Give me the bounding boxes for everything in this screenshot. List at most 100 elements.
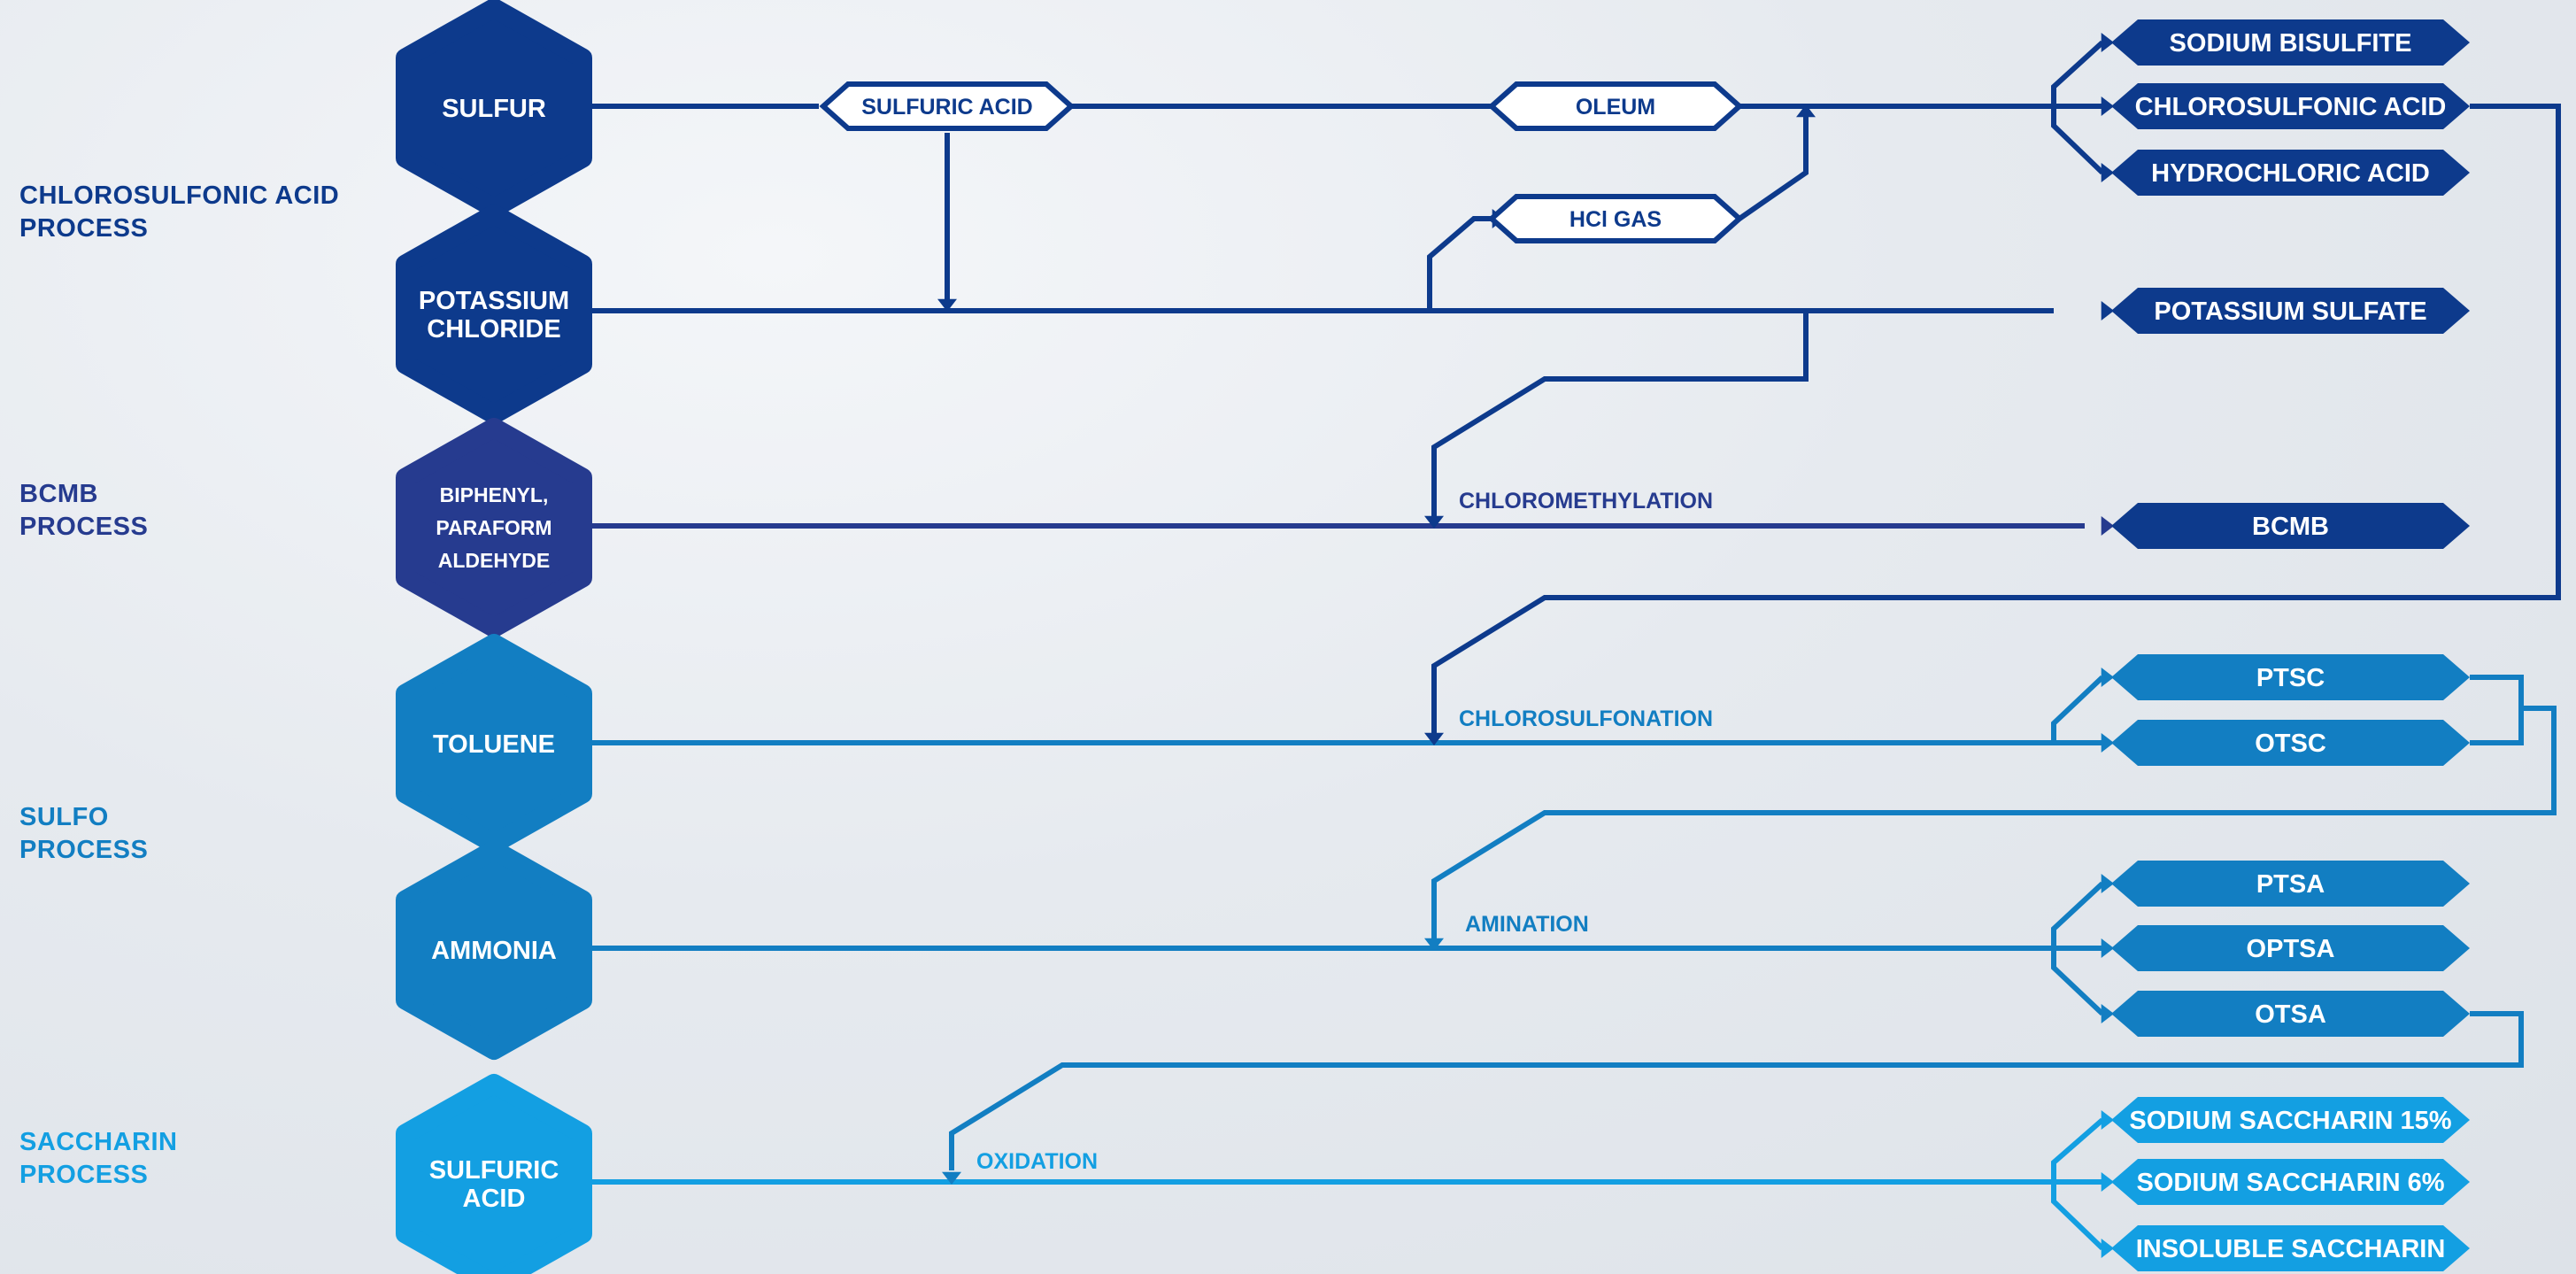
step-amination: AMINATION xyxy=(1465,912,1589,937)
arrow-head xyxy=(2101,1110,2114,1130)
process-label-bcmb: BCMB PROCESS xyxy=(19,480,149,541)
hexagon-shape xyxy=(396,205,592,424)
raw-material-label: SULFUR xyxy=(442,95,546,123)
raw-material-label: TOLUENE xyxy=(433,730,555,759)
flow-line-to-chloromethylation xyxy=(1431,311,1809,518)
product-otsa: OTSA xyxy=(2111,991,2470,1037)
product-ptsa: PTSA xyxy=(2111,861,2470,907)
intermediate-shape xyxy=(819,81,1076,131)
intermediate-label: HCl GAS xyxy=(1570,207,1662,232)
flow-fan-ammonia-2 xyxy=(2051,948,2105,1016)
product-label: SODIUM SACCHARIN 6% xyxy=(2136,1169,2444,1197)
arrow-head xyxy=(1796,104,1816,118)
product-shape xyxy=(2111,1159,2470,1205)
flow-line-chlorosulfonic-to-chlorosulfonation xyxy=(1431,104,2561,733)
flow-fan-chlorosulfonic-2 xyxy=(2051,106,2105,175)
arrow-head xyxy=(2101,1172,2114,1192)
arrow-head xyxy=(1424,938,1444,951)
product-shape xyxy=(2111,654,2470,700)
product-chlorosulfonic-acid: CHLOROSULFONIC ACID xyxy=(2111,83,2470,129)
intermediate-hcl-gas: HCl GAS xyxy=(1487,194,1744,243)
product-label: POTASSIUM SULFATE xyxy=(2154,297,2426,326)
product-shape xyxy=(2111,288,2470,334)
arrow-head xyxy=(2101,874,2114,893)
hexagon-shape xyxy=(396,1074,592,1274)
product-shape xyxy=(2111,1225,2470,1271)
product-shape xyxy=(2111,1097,2470,1143)
product-shape xyxy=(2111,19,2470,66)
flow-line-to-hcl-gas xyxy=(1427,216,1492,311)
raw-material-label: AMMONIA xyxy=(431,937,557,965)
intermediate-shape xyxy=(1487,81,1744,131)
step-oxidation: OXIDATION xyxy=(976,1149,1098,1174)
hexagon-shape xyxy=(396,418,592,637)
arrow-head xyxy=(2101,938,2114,958)
product-potassium-sulfate: POTASSIUM SULFATE xyxy=(2111,288,2470,334)
product-shape xyxy=(2111,720,2470,766)
process-label-sulfo: SULFO PROCESS xyxy=(19,803,149,864)
arrow-head xyxy=(2101,733,2114,753)
arrow-head xyxy=(2101,97,2114,116)
product-hydrochloric-acid: HYDROCHLORIC ACID xyxy=(2111,150,2470,196)
product-otsc: OTSC xyxy=(2111,720,2470,766)
arrow-head xyxy=(937,298,957,312)
hexagon-shape xyxy=(396,840,592,1060)
step-chlorosulfonation: CHLOROSULFONATION xyxy=(1459,706,1713,731)
product-label: PTSA xyxy=(2256,870,2325,899)
raw-material-toluene: TOLUENE xyxy=(396,634,592,853)
raw-material-sulfur: SULFUR xyxy=(396,0,592,218)
product-shape xyxy=(2111,861,2470,907)
flow-fan-toluene-0 xyxy=(2051,675,2105,743)
products: SODIUM BISULFITE CHLOROSULFONIC ACID HYDRO… xyxy=(2111,19,2470,1271)
intermediate-label: SULFURIC ACID xyxy=(861,95,1033,120)
product-ptsc: PTSC xyxy=(2111,654,2470,700)
flow-line-otsa-to-oxidation xyxy=(949,1011,2524,1170)
arrow-head xyxy=(2101,1239,2114,1258)
flow-line-hcl-to-oleum xyxy=(1738,115,1809,221)
process-label-chlorosulfonic-acid: CHLOROSULFONIC ACID PROCESS xyxy=(19,181,340,243)
product-label: OPTSA xyxy=(2247,935,2335,963)
product-bcmb: BCMB xyxy=(2111,503,2470,549)
arrow-head xyxy=(2101,33,2114,52)
process-steps: CHLOROMETHYLATION CHLOROSULFONATION AMINAT… xyxy=(976,489,1713,1174)
flow-fan-saccharin-2 xyxy=(2051,1182,2105,1251)
product-label: HYDROCHLORIC ACID xyxy=(2151,159,2430,188)
flow-fan-chlorosulfonic-0 xyxy=(2051,40,2105,106)
product-label: SODIUM SACCHARIN 15% xyxy=(2129,1107,2451,1135)
product-shape xyxy=(2111,150,2470,196)
product-label: PTSC xyxy=(2256,664,2325,692)
arrow-head xyxy=(2101,1004,2114,1023)
product-insoluble-saccharin: INSOLUBLE SACCHARIN xyxy=(2111,1225,2470,1271)
product-label: SODIUM BISULFITE xyxy=(2170,29,2412,58)
flow-fan-ammonia-0 xyxy=(2051,881,2105,948)
step-chloromethylation: CHLOROMETHYLATION xyxy=(1459,489,1713,513)
intermediate-label: OLEUM xyxy=(1576,95,1655,120)
arrow-head xyxy=(1424,515,1444,529)
intermediate-sulfuric-acid: SULFURIC ACID xyxy=(819,81,1076,131)
product-label: BCMB xyxy=(2252,513,2329,541)
intermediate-oleum: OLEUM xyxy=(1487,81,1744,131)
product-shape xyxy=(2111,925,2470,971)
product-shape xyxy=(2111,503,2470,549)
product-shape xyxy=(2111,991,2470,1037)
product-shape xyxy=(2111,83,2470,129)
raw-material-ammonia: AMMONIA xyxy=(396,840,592,1060)
flow-line-ptsc-otsc-join xyxy=(2470,675,2524,745)
product-optsa: OPTSA xyxy=(2111,925,2470,971)
process-label-saccharin: SACCHARIN PROCESS xyxy=(19,1128,178,1189)
product-sodium-saccharin-15pct: SODIUM SACCHARIN 15% xyxy=(2111,1097,2470,1143)
arrow-head xyxy=(2101,163,2114,182)
arrow-head xyxy=(2101,301,2114,320)
arrow-head xyxy=(2101,668,2114,687)
arrow-head xyxy=(942,1171,961,1185)
product-label: OTSA xyxy=(2255,1000,2326,1029)
product-sodium-saccharin-6pct: SODIUM SACCHARIN 6% xyxy=(2111,1159,2470,1205)
intermediate-shape xyxy=(1487,194,1744,243)
